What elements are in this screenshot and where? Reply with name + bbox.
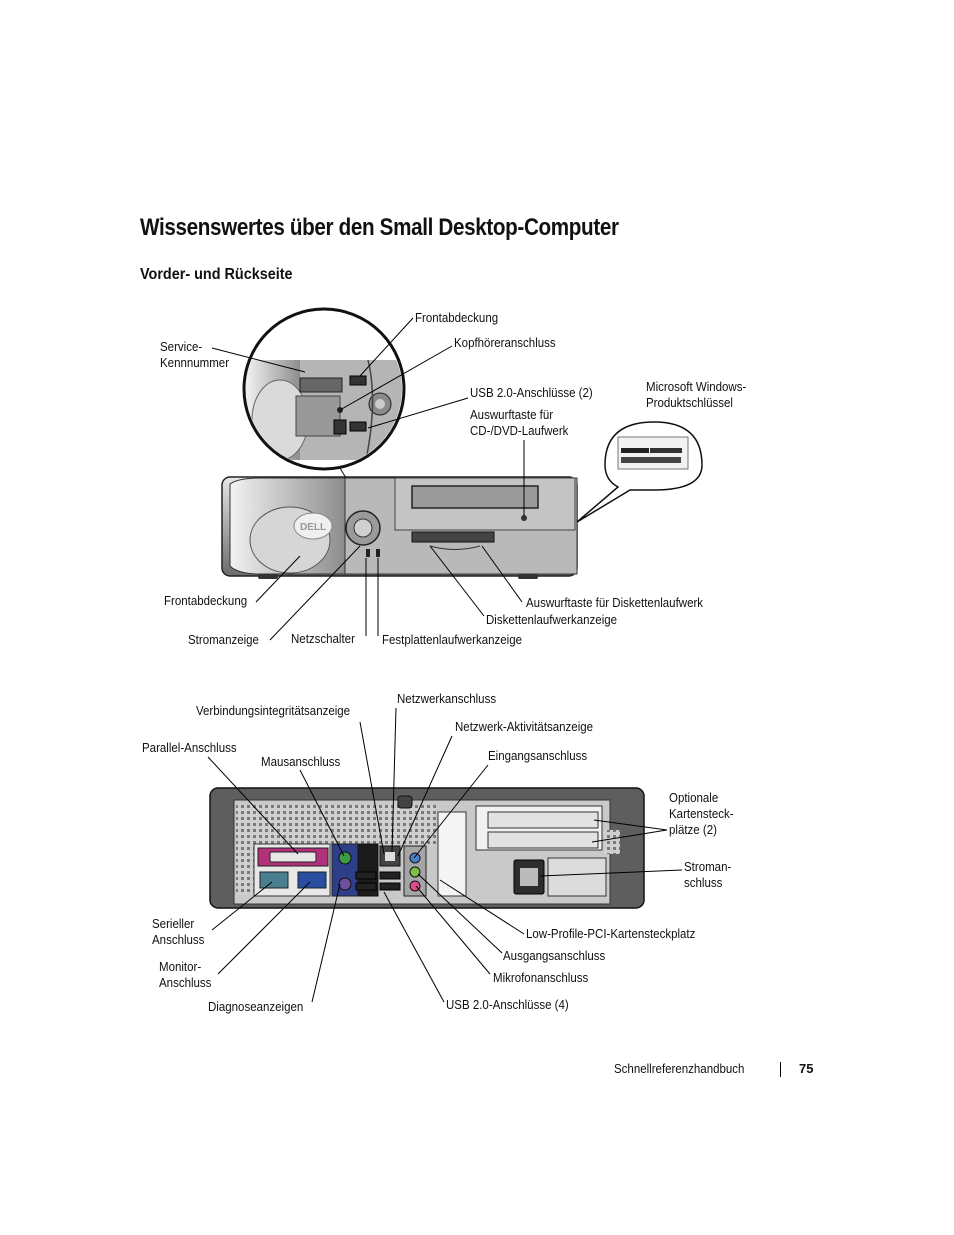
label-front-cover-bottom: Frontabdeckung <box>164 594 248 608</box>
label-power-button: Netzschalter <box>291 632 355 646</box>
front-leaders <box>211 317 525 641</box>
label-line-in: Eingangsanschluss <box>488 749 588 763</box>
footer-book-title: Schnellreferenzhandbuch <box>614 1062 745 1076</box>
label-headphone: Kopfhöreranschluss <box>454 336 556 350</box>
page-number: 75 <box>799 1061 814 1076</box>
label-network: Netzwerkanschluss <box>397 692 497 706</box>
label-diagnostic: Diagnoseanzeigen <box>208 1000 304 1014</box>
front-zoom <box>242 307 406 479</box>
serial-port <box>259 871 289 889</box>
line-in-port <box>409 852 421 864</box>
label-power-light: Stromanzeige <box>188 633 259 647</box>
monitor-port <box>297 871 327 889</box>
label-serial: Serieller Anschluss <box>152 917 205 947</box>
label-power-connector: Stroman- schluss <box>684 860 732 890</box>
label-service-tag: Service- Kennnummer <box>160 340 230 370</box>
label-hdd-light: Festplattenlaufwerkanzeige <box>382 633 523 647</box>
label-monitor: Monitor- Anschluss <box>159 960 212 990</box>
section-title: Vorder- und Rückseite <box>140 266 293 283</box>
label-windows-key: Microsoft Windows- Produktschlüssel <box>646 380 747 410</box>
label-usb-back: USB 2.0-Anschlüsse (4) <box>446 998 569 1012</box>
dell-logo <box>293 512 333 540</box>
label-cd-eject: Auswurftaste für CD-/DVD-Laufwerk <box>470 408 569 438</box>
floppy-drive <box>411 531 495 543</box>
low-profile-slot <box>437 811 467 897</box>
label-microphone: Mikrofonanschluss <box>493 971 589 985</box>
label-network-activity: Netzwerk-Aktivitätsanzeige <box>455 720 594 734</box>
label-floppy-eject: Auswurftaste für Diskettenlaufwerk <box>526 596 704 610</box>
windows-key-callout <box>576 421 703 523</box>
footer-separator <box>780 1062 781 1077</box>
label-link-integrity: Verbindungsintegritätsanzeige <box>196 704 351 718</box>
cd-drive <box>411 485 539 509</box>
front-view: DELL <box>221 476 578 579</box>
card-slot-1 <box>487 811 599 829</box>
back-leaders <box>207 707 683 1003</box>
card-slot-2 <box>487 831 599 849</box>
service-tag <box>299 377 343 393</box>
line-out-port <box>409 866 421 878</box>
label-floppy-light: Diskettenlaufwerkanzeige <box>486 613 618 627</box>
label-low-profile: Low-Profile-PCI-Kartensteckplatz <box>526 927 696 941</box>
label-line-out: Ausgangsanschluss <box>503 949 606 963</box>
label-mouse: Mausanschluss <box>261 755 341 769</box>
page-title: Wissenswertes über den Small Desktop-Com… <box>140 214 619 241</box>
mouse-port <box>338 851 352 865</box>
back-view <box>209 787 645 909</box>
label-parallel: Parallel-Anschluss <box>142 741 237 755</box>
label-card-slots: Optionale Kartensteck- plätze (2) <box>669 791 734 837</box>
svg-text:DELL: DELL <box>300 522 326 533</box>
label-front-cover-top: Frontabdeckung <box>415 311 499 325</box>
label-usb-front: USB 2.0-Anschlüsse (2) <box>470 386 593 400</box>
